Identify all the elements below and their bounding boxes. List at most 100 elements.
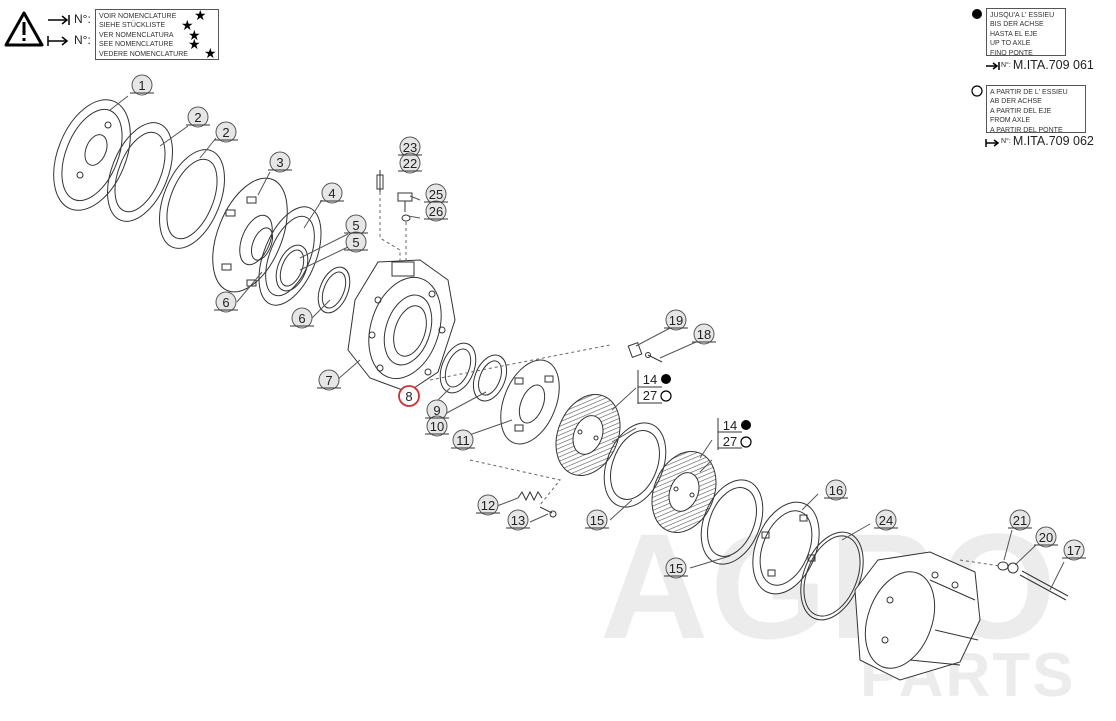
up-to-axle-dot-a (661, 374, 671, 384)
callout-13: 13 (511, 513, 525, 528)
callout-19: 19 (669, 313, 683, 328)
part-5-6-seal-front (275, 244, 309, 292)
nomenclature-line-5: VEDERE NOMENCLATURE (99, 50, 188, 58)
part-13-bolt (539, 506, 557, 518)
callout-15b: 15 (669, 561, 683, 576)
callout-1: 1 (138, 78, 145, 93)
part-16-ring-gear (752, 501, 820, 595)
callout-16: 16 (829, 483, 843, 498)
warning-triangle-icon (4, 11, 44, 47)
leader-lines (109, 95, 1065, 591)
callout-9: 9 (433, 403, 440, 418)
part-19-pin (627, 342, 643, 358)
star-icon-5: ★ (204, 45, 217, 61)
nomenclature-line-4: SEE NOMENCLATURE (99, 41, 174, 49)
part-9-bearing (439, 342, 477, 394)
callout-10: 10 (430, 419, 444, 434)
part-15-steel-plate-b (700, 479, 764, 565)
nomenclature-line-1: VOIR NOMENCLATURE (99, 13, 177, 20)
up-to-arrow-icon (48, 15, 70, 25)
callout-6b: 6 (298, 311, 305, 326)
up-to-axle-line-1: JUSQU'A L' ESSIEU (990, 12, 1055, 19)
up-to-axle-code-row: N°:M.ITA.709 061 (1001, 58, 1094, 72)
from-arrow-icon (47, 36, 69, 46)
up-to-arrow-icon-small (986, 62, 1000, 70)
callout-8-highlight-ring (398, 385, 420, 407)
callout-20: 20 (1039, 530, 1053, 545)
callout-11: 11 (456, 433, 470, 448)
part-26-washer (401, 214, 411, 222)
nomenclature-symbol-label-2: N°: (74, 33, 91, 47)
callout-18: 18 (697, 327, 711, 342)
up-to-axle-prefix: N°: (1001, 62, 1011, 70)
up-to-axle-dot-b (741, 420, 751, 430)
from-axle-dot-a (660, 390, 672, 402)
callout-27a: 27 (643, 388, 657, 403)
from-axle-prefix: N°: (1001, 138, 1011, 146)
up-to-axle-line-2: BIS DER ACHSE (990, 21, 1044, 29)
star-icon-3: ★ (188, 27, 201, 43)
part-2-ring-b (159, 149, 225, 249)
callout-3: 3 (276, 155, 283, 170)
part-7-hub-housing (347, 259, 456, 393)
up-to-axle-line-3: HASTA EL EJE (990, 30, 1038, 38)
nomenclature-line-3: VER NOMENCLATURA (99, 31, 174, 39)
assembly-lines (379, 192, 1001, 567)
axle-housing (854, 551, 981, 681)
part-18-screw (645, 352, 663, 363)
nomenclature-line-2: SIEHE STÜCKLISTE (99, 22, 166, 30)
up-to-axle-code: M.ITA.709 061 (1012, 58, 1094, 72)
from-axle-line-3: A PARTIR DEL EJE (990, 107, 1052, 115)
from-arrow-icon-small (985, 139, 1000, 147)
callout-2a: 2 (194, 110, 201, 125)
from-axle-dot-b (740, 436, 752, 448)
callout-27b: 27 (723, 434, 737, 449)
part-20-21-nut-washer (997, 561, 1019, 574)
star-icon-4: ★ (188, 36, 201, 52)
up-to-axle-legend-box: JUSQU'A L' ESSIEU BIS DER ACHSE HASTA EL… (986, 8, 1066, 57)
part-12-spring (517, 490, 543, 502)
callout-2b: 2 (222, 125, 229, 140)
callout-14b: 14 (723, 418, 737, 433)
nomenclature-symbol-label-1: N°: (74, 12, 91, 26)
callout-26: 26 (429, 204, 443, 219)
part-11-pressure-plate (500, 359, 560, 445)
from-axle-line-2: AB DER ACHSE (990, 98, 1042, 106)
callout-14a: 14 (643, 372, 657, 387)
callout-underlines (130, 92, 1086, 577)
callout-22: 22 (403, 156, 417, 171)
from-axle-code-row: N°:M.ITA.709 062 (1001, 134, 1094, 148)
from-axle-code: M.ITA.709 062 (1012, 134, 1094, 148)
part-10-seal (472, 354, 508, 402)
star-icon-1: ★ (194, 7, 207, 23)
up-to-axle-line-4: UP TO AXLE (990, 40, 1031, 48)
part-14-friction-disc-b (651, 450, 717, 534)
part-22-23-screw (376, 170, 384, 192)
from-axle-legend-box: A PARTIR DE L' ESSIEU AB DER ACHSE A PAR… (986, 85, 1086, 134)
callout-4: 4 (328, 186, 335, 201)
callout-8: 8 (405, 389, 412, 404)
callout-24: 24 (879, 513, 893, 528)
callout-12: 12 (481, 498, 495, 513)
part-5-6-seal-rear (317, 266, 351, 314)
callout-21: 21 (1013, 513, 1027, 528)
part-25-plug (397, 192, 413, 212)
from-axle-line-5: A PARTIR DEL PONTE (990, 126, 1063, 134)
nomenclature-legend-box: VOIR NOMENCLATURE SIEHE STÜCKLISTE VER N… (95, 7, 219, 61)
part-1-cover-plate (53, 99, 131, 211)
part-2-ring-a (107, 122, 173, 222)
callout-5a: 5 (352, 218, 359, 233)
part-3-carrier (212, 177, 288, 293)
from-axle-line-4: FROM AXLE (990, 117, 1031, 125)
callout-6a: 6 (222, 295, 229, 310)
part-14-friction-disc-a (555, 393, 621, 477)
from-axle-open-dot-icon (971, 85, 983, 97)
callout-balloons (131, 74, 1085, 579)
from-axle-line-1: A PARTIR DE L' ESSIEU (990, 89, 1068, 96)
star-icon-2: ★ (181, 17, 194, 33)
callout-25: 25 (429, 187, 443, 202)
part-4-ring (258, 206, 322, 306)
up-to-axle-line-5: FINO PONTE (990, 49, 1033, 57)
arrow-symbols (47, 15, 1000, 147)
